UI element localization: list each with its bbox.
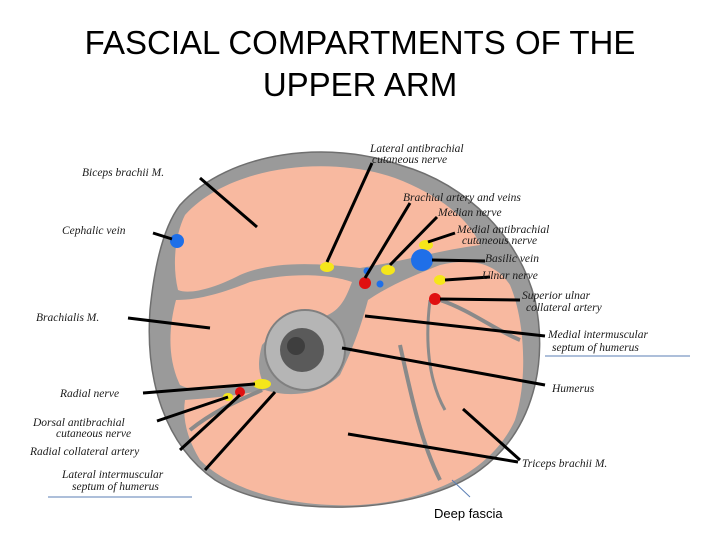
label-triceps: Triceps brachii M. bbox=[522, 458, 607, 470]
leader-cephalic-vein bbox=[152, 231, 173, 241]
label-brachialis: Brachialis M. bbox=[36, 312, 99, 324]
label-lateral-septum-1: Lateral intermuscular bbox=[61, 469, 164, 481]
label-dorsal-antebrachial-1: Dorsal antibrachial bbox=[32, 417, 125, 429]
label-radial-nerve: Radial nerve bbox=[59, 388, 119, 400]
brachialis-region bbox=[170, 275, 352, 390]
leader-lateral-septum bbox=[203, 390, 277, 472]
biceps-region bbox=[174, 166, 480, 292]
leader-ulnar-nerve bbox=[444, 275, 491, 282]
leader-biceps bbox=[199, 176, 258, 229]
cephalic-vein-mark bbox=[170, 234, 184, 248]
superior-ulnar-artery-mark bbox=[429, 293, 441, 305]
leader-medial-antebrachial bbox=[427, 231, 456, 244]
label-biceps: Biceps brachii M. bbox=[82, 167, 164, 179]
leader-humerus bbox=[341, 346, 546, 387]
leader-radial-collateral bbox=[178, 393, 242, 452]
page-title: FASCIAL COMPARTMENTS OF THE UPPER ARM bbox=[0, 22, 720, 106]
leader-triceps-1 bbox=[461, 407, 522, 462]
leader-brachial-artery bbox=[363, 202, 412, 279]
leader-superior-ulnar bbox=[439, 297, 521, 302]
leader-deep-fascia bbox=[451, 479, 471, 498]
lateral-antebrachial-nerve-mark bbox=[320, 262, 334, 272]
label-dorsal-antebrachial-2: cutaneous nerve bbox=[56, 428, 131, 440]
brachial-vein-mark-2 bbox=[376, 280, 384, 288]
label-median-nerve: Median nerve bbox=[437, 207, 502, 219]
leader-medial-septum bbox=[364, 314, 546, 338]
leader-basilic-vein bbox=[431, 258, 486, 263]
radial-nerve-mark bbox=[253, 379, 271, 389]
label-lateral-antebrachial-2: cutaneous nerve bbox=[372, 154, 447, 166]
label-superior-ulnar-2: collateral artery bbox=[526, 302, 603, 314]
title-line-2: UPPER ARM bbox=[262, 66, 458, 103]
medial-septum bbox=[439, 298, 521, 342]
label-ulnar-nerve: Ulnar nerve bbox=[482, 270, 538, 282]
label-medial-septum-1: Medial intermuscular bbox=[547, 329, 648, 341]
label-superior-ulnar-1: Superior ulnar bbox=[522, 290, 591, 302]
leader-triceps-2 bbox=[347, 432, 519, 464]
radial-collateral-artery-mark bbox=[235, 387, 245, 397]
title-line-1: FASCIAL COMPARTMENTS OF THE bbox=[84, 24, 636, 61]
humerus-marrow-inner bbox=[287, 337, 305, 355]
label-lateral-septum-2: septum of humerus bbox=[72, 481, 159, 493]
label-medial-antebrachial-1: Medial antibrachial bbox=[456, 224, 549, 236]
label-lateral-antebrachial-1: Lateral antibrachial bbox=[369, 143, 464, 155]
ulnar-nerve-mark bbox=[434, 275, 446, 285]
label-brachial-artery: Brachial artery and veins bbox=[403, 192, 521, 204]
basilic-vein-mark bbox=[411, 249, 433, 271]
leader-brachialis bbox=[127, 316, 211, 330]
leader-lateral-antebrachial bbox=[325, 162, 374, 263]
label-medial-antebrachial-2: cutaneous nerve bbox=[462, 235, 537, 247]
label-basilic-vein: Basilic vein bbox=[485, 253, 539, 265]
triceps-septum-2 bbox=[426, 299, 447, 411]
label-medial-septum-2: septum of humerus bbox=[552, 342, 639, 354]
label-humerus: Humerus bbox=[551, 383, 595, 395]
leader-median-nerve bbox=[388, 215, 439, 267]
label-deep-fascia: Deep fascia bbox=[434, 506, 503, 521]
brachial-artery-mark bbox=[359, 277, 371, 289]
leader-radial-nerve bbox=[142, 382, 256, 395]
median-nerve-mark bbox=[381, 265, 395, 275]
label-cephalic-vein: Cephalic vein bbox=[62, 225, 126, 237]
label-radial-collateral: Radial collateral artery bbox=[29, 446, 140, 458]
leader-dorsal-antebrachial bbox=[156, 395, 229, 423]
